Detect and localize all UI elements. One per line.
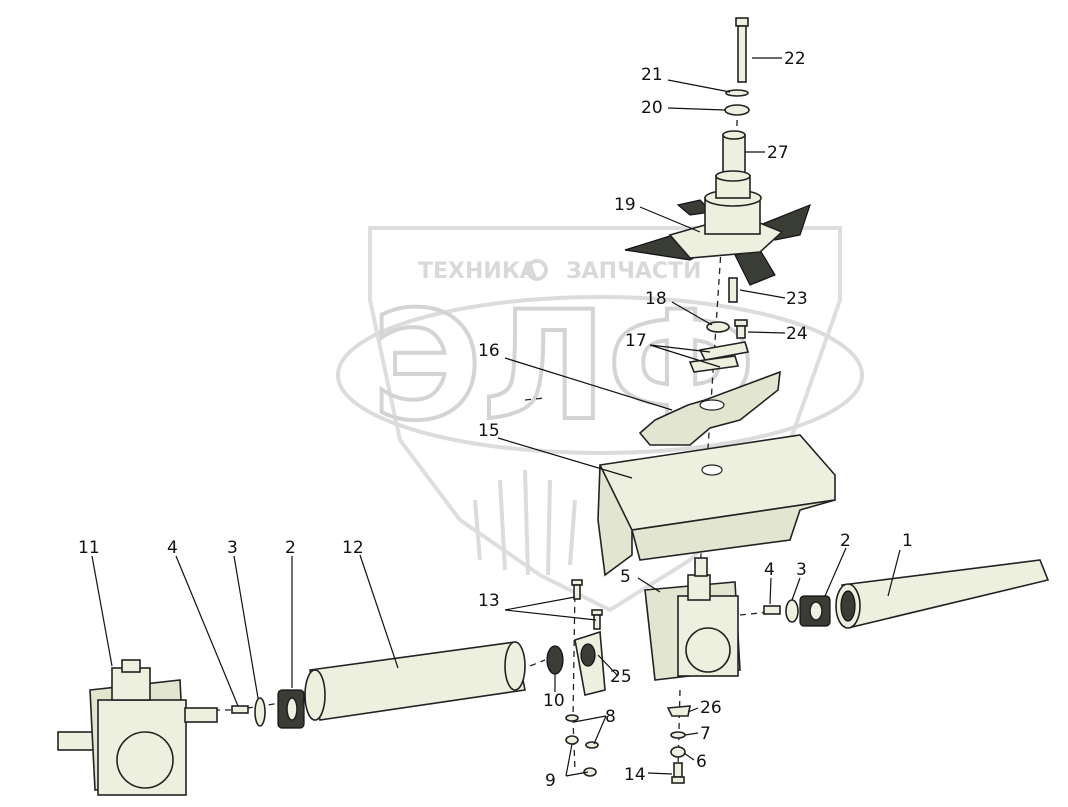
callout-2-right: 2 bbox=[840, 531, 851, 551]
part-22-bolt bbox=[735, 17, 749, 83]
callout-1: 1 bbox=[902, 531, 913, 551]
part-15-housing bbox=[597, 434, 836, 577]
callout-19: 19 bbox=[614, 195, 636, 215]
callout-20: 20 bbox=[641, 98, 663, 118]
wheat-icon bbox=[473, 469, 577, 576]
callout-12: 12 bbox=[342, 538, 364, 558]
watermark: ТЕХНИКА ЗАПЧАСТИ ЭЛФ bbox=[336, 226, 864, 613]
part-5-gearbox bbox=[644, 557, 741, 681]
callout-18: 18 bbox=[645, 289, 667, 309]
callout-23: 23 bbox=[786, 289, 808, 309]
callout-3-right: 3 bbox=[796, 560, 807, 580]
callout-25: 25 bbox=[610, 667, 632, 687]
part-4-key-right bbox=[763, 605, 781, 615]
callout-7: 7 bbox=[700, 724, 711, 744]
part-24-bolt bbox=[734, 319, 748, 339]
callout-24: 24 bbox=[786, 324, 808, 344]
part-17-plates bbox=[688, 341, 750, 373]
callout-17: 17 bbox=[625, 331, 647, 351]
callout-3-left: 3 bbox=[227, 538, 238, 558]
part-3-ring-right bbox=[785, 599, 799, 623]
callout-9: 9 bbox=[545, 771, 556, 791]
callout-15: 15 bbox=[478, 421, 500, 441]
part-2-coupling-right bbox=[799, 595, 831, 627]
callout-21: 21 bbox=[641, 65, 663, 85]
watermark-text-right: ЗАПЧАСТИ bbox=[566, 259, 701, 284]
callout-4-right: 4 bbox=[764, 560, 775, 580]
callout-16: 16 bbox=[478, 341, 500, 361]
callout-8: 8 bbox=[605, 707, 616, 727]
part-11-gearbox bbox=[57, 659, 218, 796]
callout-22: 22 bbox=[784, 49, 806, 69]
part-25-bracket bbox=[574, 630, 606, 696]
watermark-shield bbox=[368, 226, 842, 613]
part-8-washers bbox=[565, 714, 599, 749]
part-3-ring-left bbox=[254, 697, 266, 727]
watermark-ellipse bbox=[336, 295, 864, 455]
part-14-bolt bbox=[671, 762, 685, 784]
leader-lines bbox=[91, 57, 901, 777]
part-2-coupling-left bbox=[277, 689, 305, 729]
callout-labels: 22 21 20 27 19 23 18 24 17 16 15 5 1 2 3… bbox=[78, 49, 913, 791]
gear-icon bbox=[526, 259, 548, 281]
part-7-washer bbox=[670, 731, 686, 739]
callout-14: 14 bbox=[624, 765, 646, 785]
callout-4-left: 4 bbox=[167, 538, 178, 558]
part-27-bushing bbox=[722, 130, 746, 178]
part-4-key-left bbox=[231, 705, 249, 714]
callout-11: 11 bbox=[78, 538, 100, 558]
part-10-bearing bbox=[546, 645, 564, 675]
callout-10: 10 bbox=[543, 691, 565, 711]
part-9-nuts bbox=[565, 735, 597, 777]
part-12-tube bbox=[304, 641, 526, 721]
part-18-washer bbox=[706, 321, 730, 333]
part-1-tube bbox=[835, 559, 1050, 629]
callout-27: 27 bbox=[767, 143, 789, 163]
part-6-nut bbox=[670, 746, 686, 758]
part-13-bolts bbox=[571, 579, 603, 630]
callout-5: 5 bbox=[620, 567, 631, 587]
part-23-pin bbox=[728, 277, 738, 303]
part-20-washer bbox=[724, 104, 750, 116]
part-26-plate bbox=[666, 705, 691, 717]
part-19-rotor bbox=[624, 170, 811, 286]
knife-hole bbox=[699, 399, 725, 411]
callout-6: 6 bbox=[696, 752, 707, 772]
watermark-text-left: ТЕХНИКА bbox=[418, 259, 537, 284]
callout-2-left: 2 bbox=[285, 538, 296, 558]
callout-26: 26 bbox=[700, 698, 722, 718]
part-21-lock-washer bbox=[725, 89, 749, 97]
callout-13: 13 bbox=[478, 591, 500, 611]
